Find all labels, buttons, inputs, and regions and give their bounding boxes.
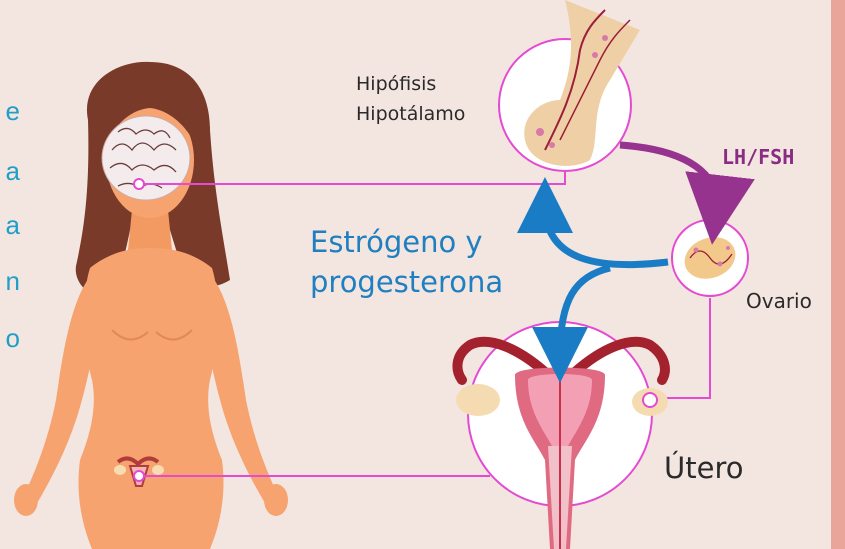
left-hand [14,484,38,516]
label-lh-fsh: LH/FSH [722,145,794,169]
label-ovario: Ovario [746,289,812,313]
hormone-arrow-up [545,205,668,265]
brain-connector-dot [134,179,144,189]
right-hand [264,484,288,516]
hormone-arrows [545,205,668,355]
uterus-connector-dot [134,471,144,481]
uterus-circle [456,322,668,549]
label-progesterona: progesterona [310,265,503,299]
label-hipotalamo: Hipotálamo [356,103,465,125]
ovary-circle [672,220,748,296]
label-utero: Útero [664,451,743,485]
brain-icon [102,116,190,200]
pituitary-circle [499,0,640,171]
label-hipofisis: Hipófisis [356,73,436,95]
lh-fsh-arrow [620,145,716,210]
ovary-connector-dot [643,393,657,407]
right-border [831,0,845,549]
label-estrogeno: Estrógeno y [310,225,483,259]
